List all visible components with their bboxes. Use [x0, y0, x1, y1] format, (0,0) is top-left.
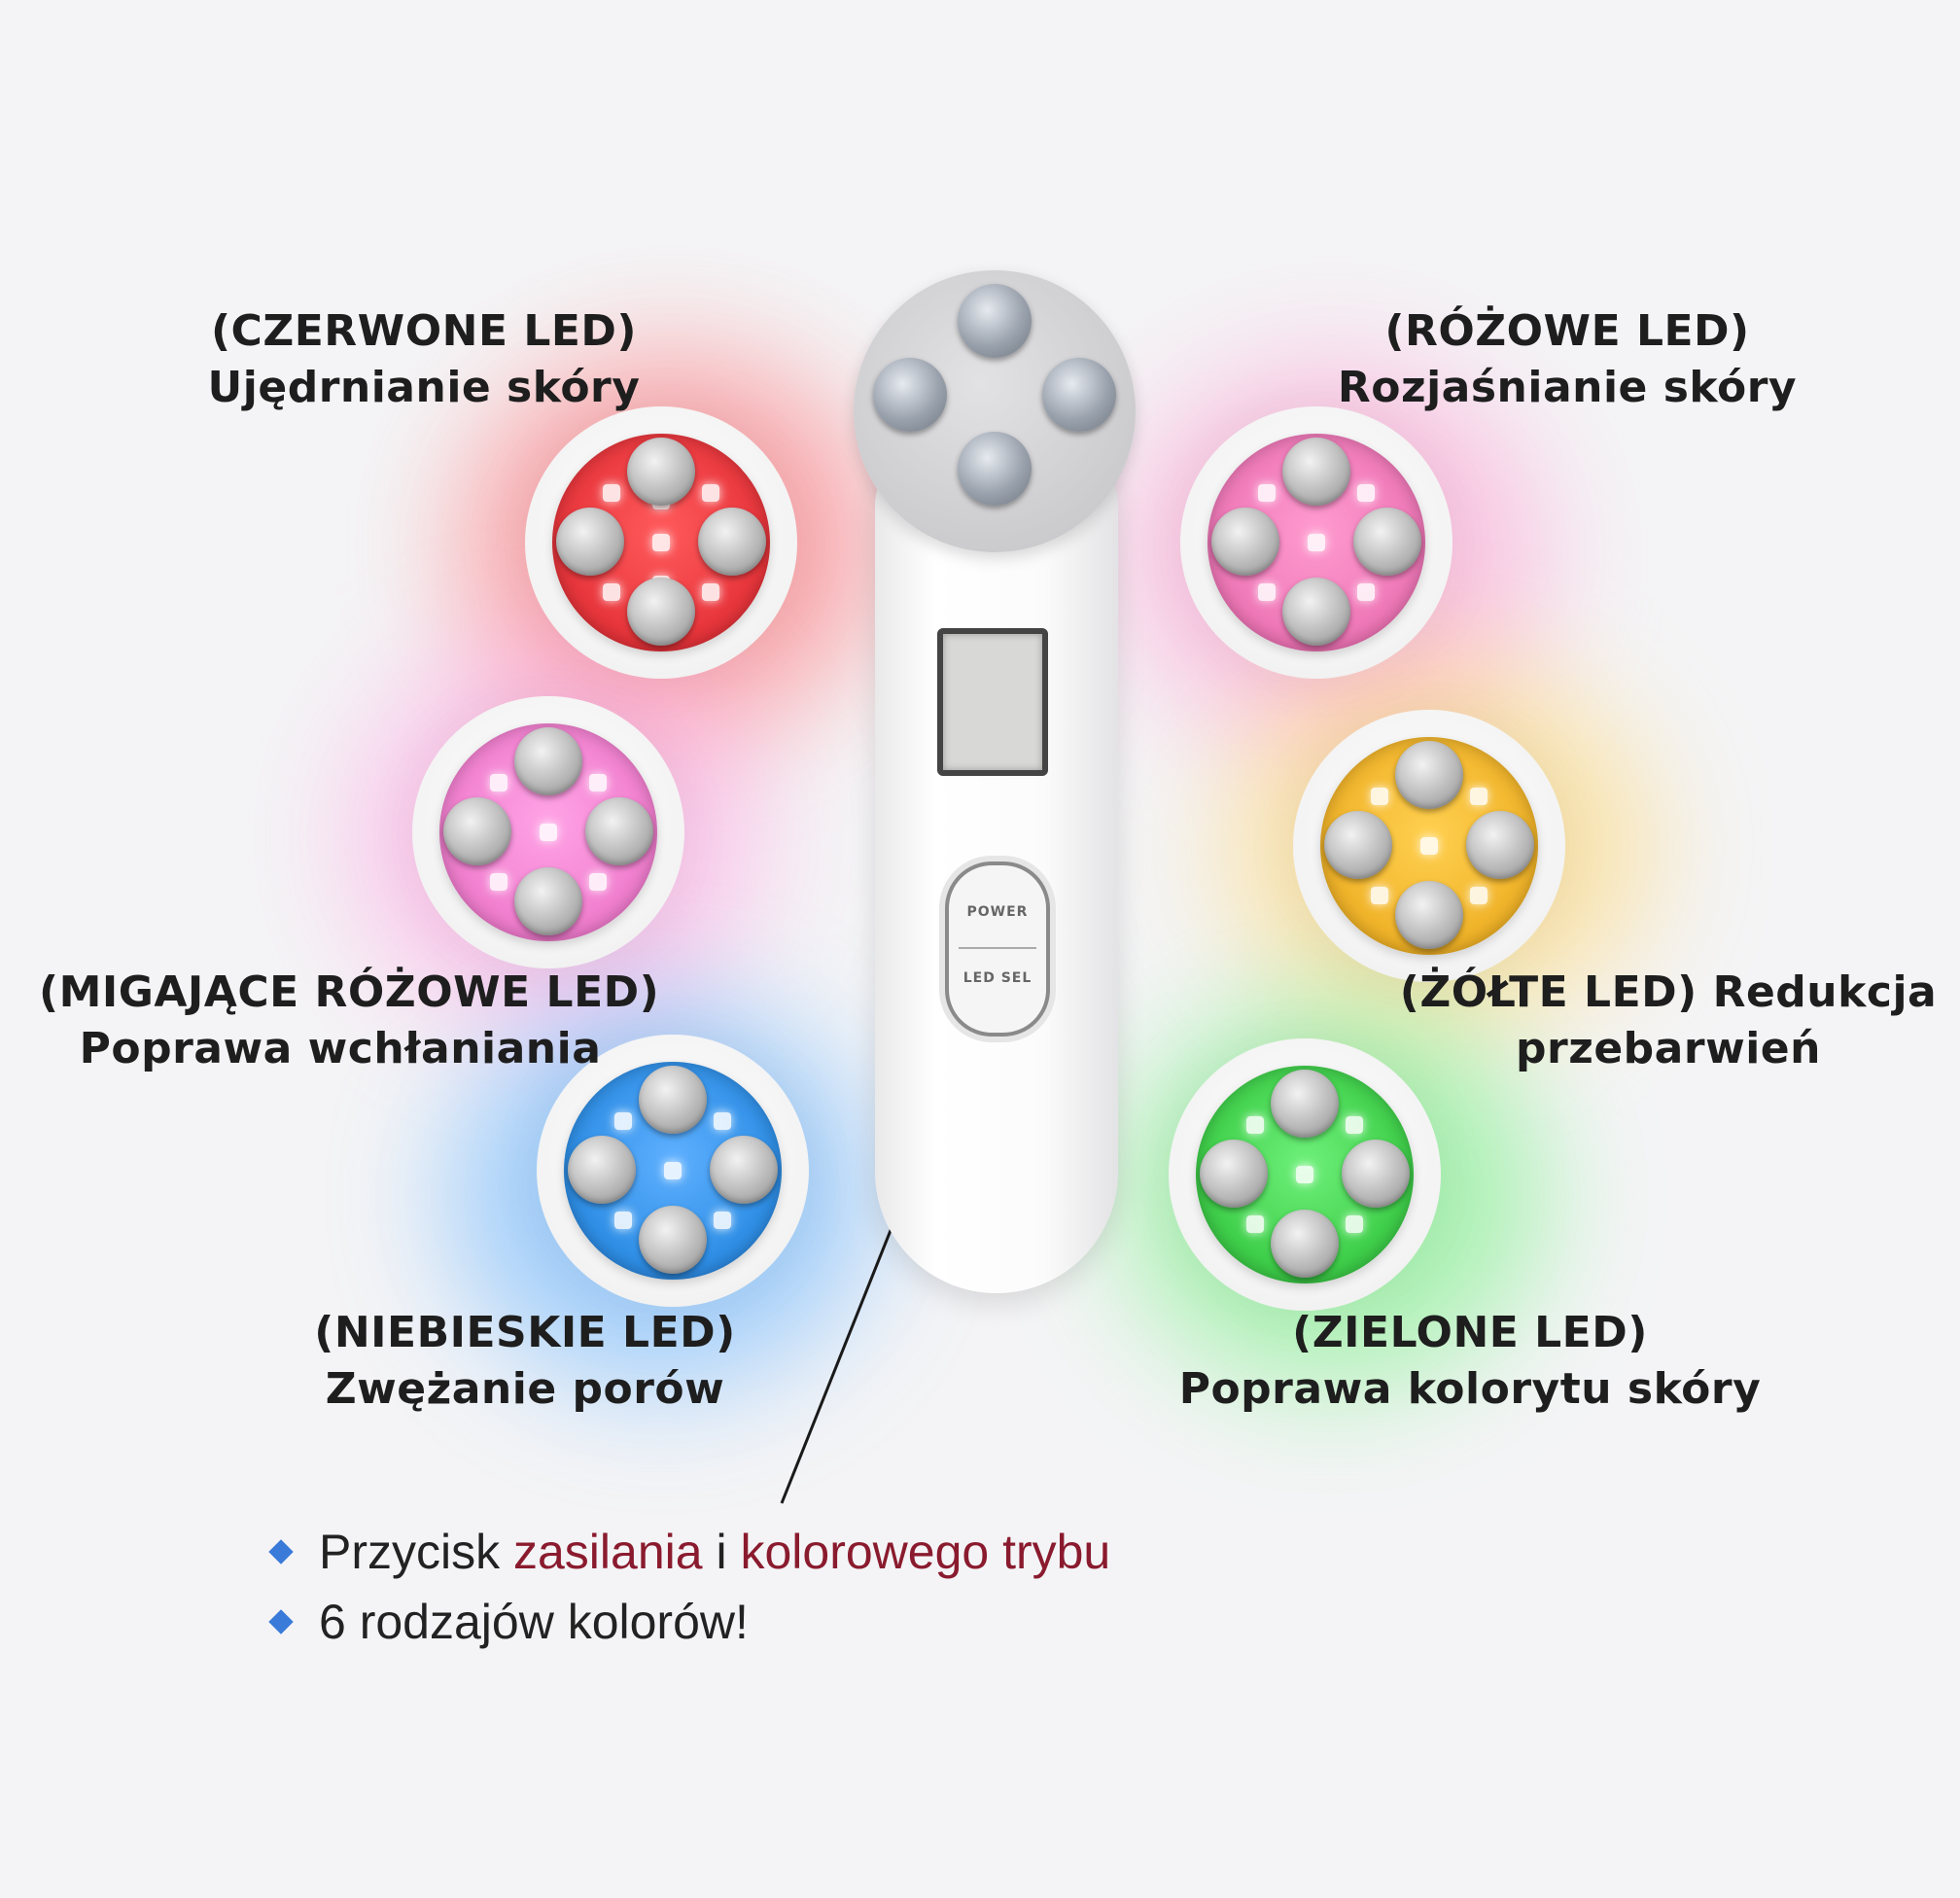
- bullet-highlight: zasilania: [513, 1525, 703, 1579]
- blue-led-label: (NIEBIESKIE LED) Zwężanie porów: [282, 1305, 768, 1418]
- green-led-face: [1196, 1066, 1414, 1283]
- blinking-pink-led-label: (MIGAJĄCE RÓŻOWE LED) Poprawa wchłaniani…: [39, 965, 660, 1077]
- led-select-button-label: LED SEL: [962, 970, 1032, 986]
- electrode-pad: [1271, 1210, 1339, 1278]
- electrode-pad: [1342, 1140, 1410, 1208]
- green-led-head: [1169, 1038, 1441, 1311]
- yellow-led-face: [1320, 737, 1538, 955]
- electrode-pad: [1042, 358, 1116, 432]
- bullet-six-colors: 6 rodzajów kolorów!: [268, 1587, 1110, 1657]
- pink-led-desc: Rozjaśnianie skóry: [1337, 363, 1798, 412]
- blinking-pink-led-head: [412, 696, 684, 968]
- pink-led-head: [1180, 406, 1452, 679]
- red-led-desc: Ujędrnianie skóry: [207, 363, 641, 412]
- button-divider: [959, 947, 1036, 949]
- bullet-text: 6 rodzajów kolorów!: [319, 1595, 749, 1649]
- electrode-pad: [1211, 508, 1279, 576]
- electrode-pad: [1466, 811, 1534, 879]
- electrode-pad: [514, 727, 582, 795]
- electrode-pad: [958, 284, 1032, 358]
- blue-led-title: (NIEBIESKIE LED): [314, 1308, 736, 1357]
- blinking-pink-led-face: [439, 723, 657, 941]
- feature-bullets: Przycisk zasilania i kolorowego trybu 6 …: [268, 1517, 1111, 1657]
- blinking-pink-led-desc: Poprawa wchłaniania: [79, 1024, 602, 1073]
- electrode-pad: [1353, 508, 1421, 576]
- electrode-pad: [1271, 1070, 1339, 1138]
- red-led-head: [525, 406, 797, 679]
- pink-led-face: [1208, 434, 1425, 651]
- green-led-title: (ZIELONE LED): [1292, 1308, 1648, 1357]
- electrode-pad: [710, 1136, 778, 1204]
- bullet-highlight: kolorowego trybu: [740, 1525, 1111, 1579]
- bullet-power-button: Przycisk zasilania i kolorowego trybu: [268, 1517, 1111, 1587]
- diamond-bullet-icon: [268, 1609, 294, 1634]
- electrode-pad: [1324, 811, 1392, 879]
- electrode-pad: [1395, 741, 1463, 809]
- blue-led-desc: Zwężanie porów: [325, 1364, 725, 1414]
- blinking-pink-led-title: (MIGAJĄCE RÓŻOWE LED): [39, 967, 660, 1017]
- electrode-pad: [1282, 578, 1350, 646]
- red-led-label: (CZERWONE LED) Ujędrnianie skóry: [181, 303, 667, 416]
- electrode-pad: [639, 1066, 707, 1134]
- bullet-text: Przycisk: [319, 1525, 513, 1579]
- red-led-title: (CZERWONE LED): [210, 306, 638, 356]
- electrode-pad: [556, 508, 624, 576]
- bullet-text: i: [702, 1525, 741, 1579]
- power-mode-button[interactable]: POWER LED SEL: [945, 861, 1050, 1037]
- electrode-pad: [514, 867, 582, 935]
- blue-led-head: [537, 1035, 809, 1307]
- electrode-pad: [627, 438, 695, 506]
- yellow-led-desc: przebarwień: [1516, 1024, 1821, 1073]
- electrode-pad: [873, 358, 947, 432]
- electrode-pad: [1395, 881, 1463, 949]
- electrode-pad: [698, 508, 766, 576]
- electrode-pad: [627, 578, 695, 646]
- green-led-desc: Poprawa kolorytu skóry: [1178, 1364, 1762, 1414]
- electrode-pad: [1200, 1140, 1268, 1208]
- green-led-label: (ZIELONE LED) Poprawa kolorytu skóry: [1178, 1305, 1762, 1418]
- power-button-label: POWER: [966, 904, 1029, 920]
- pink-led-label: (RÓŻOWE LED) Rozjaśnianie skóry: [1324, 303, 1810, 416]
- yellow-led-label: (ŻÓŁTE LED) Redukcja przebarwień: [1396, 965, 1941, 1077]
- electrode-pad: [1282, 438, 1350, 506]
- yellow-led-head: [1293, 710, 1565, 982]
- blue-led-face: [564, 1062, 782, 1280]
- electrode-pad: [639, 1206, 707, 1274]
- red-led-face: [552, 434, 770, 651]
- electrode-pad: [958, 432, 1032, 506]
- pink-led-title: (RÓŻOWE LED): [1384, 306, 1750, 356]
- device-head: [854, 270, 1136, 552]
- electrode-pad: [585, 797, 653, 865]
- yellow-led-title: (ŻÓŁTE LED) Redukcja: [1399, 967, 1938, 1017]
- electrode-pad: [568, 1136, 636, 1204]
- electrode-pad: [443, 797, 511, 865]
- diamond-bullet-icon: [268, 1539, 294, 1564]
- lcd-screen: [937, 628, 1048, 776]
